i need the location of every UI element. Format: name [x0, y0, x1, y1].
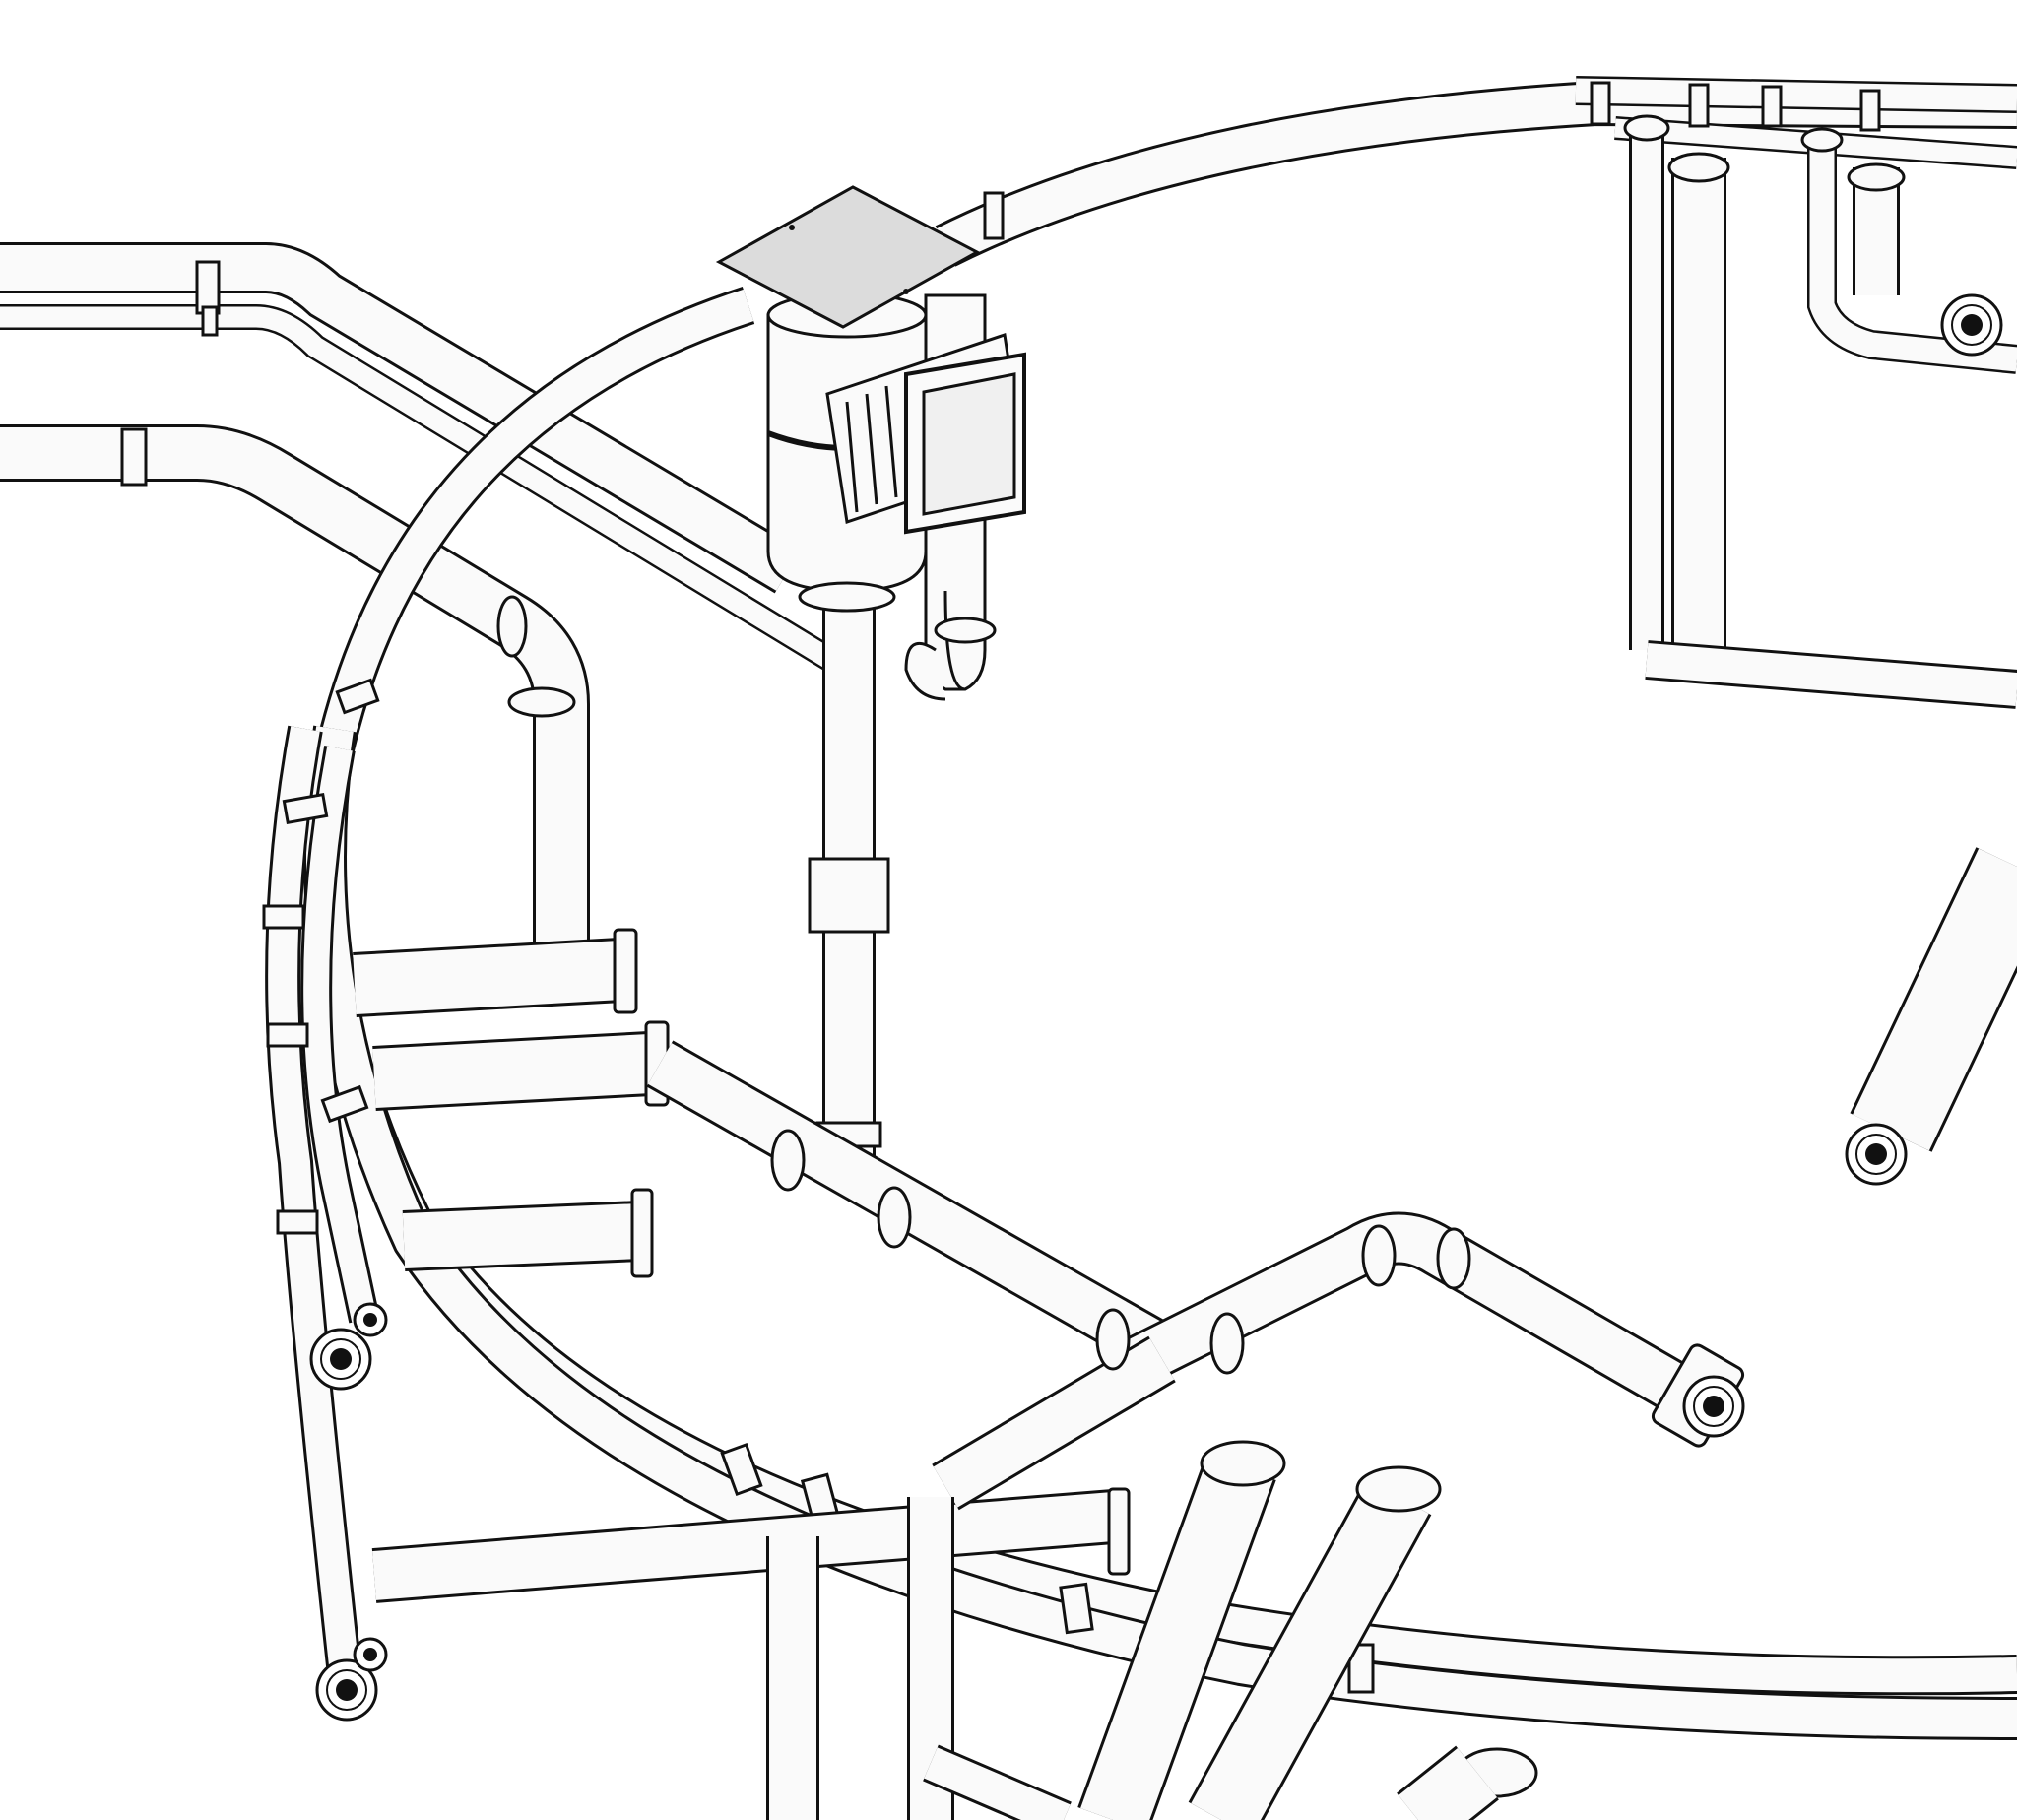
coupling: [266, 1022, 309, 1048]
lower-vertical-pipes: [766, 1440, 1538, 1820]
threaded-cap-stubs: [353, 928, 1131, 1603]
skimmer-lid: [715, 185, 981, 329]
coupling: [1761, 85, 1783, 128]
threaded-cap: [613, 928, 638, 1014]
coupling: [808, 857, 890, 934]
coupling: [120, 427, 148, 487]
coupling: [720, 1442, 763, 1497]
coupling: [1590, 81, 1611, 126]
coupling: [276, 1209, 319, 1235]
coupling: [1347, 1643, 1375, 1694]
coupling: [320, 1084, 369, 1124]
coupling: [983, 191, 1005, 240]
coupling: [201, 305, 219, 337]
skimmer: [715, 185, 1026, 701]
threaded-cap: [1107, 1487, 1131, 1576]
coupling: [282, 792, 329, 825]
coupling: [262, 904, 305, 930]
coupling: [1688, 83, 1710, 128]
skimmer-drain-line: [646, 591, 1745, 1511]
threaded-cap: [630, 1188, 654, 1278]
coupling: [1059, 1582, 1094, 1635]
curved-ring-pipes: [262, 286, 2017, 1740]
top-left-header-pipes: [0, 242, 854, 985]
coupling: [1859, 89, 1881, 132]
coupling: [195, 260, 221, 315]
coupling: [335, 678, 380, 715]
right-manifold-pipes: [1623, 114, 2017, 1186]
